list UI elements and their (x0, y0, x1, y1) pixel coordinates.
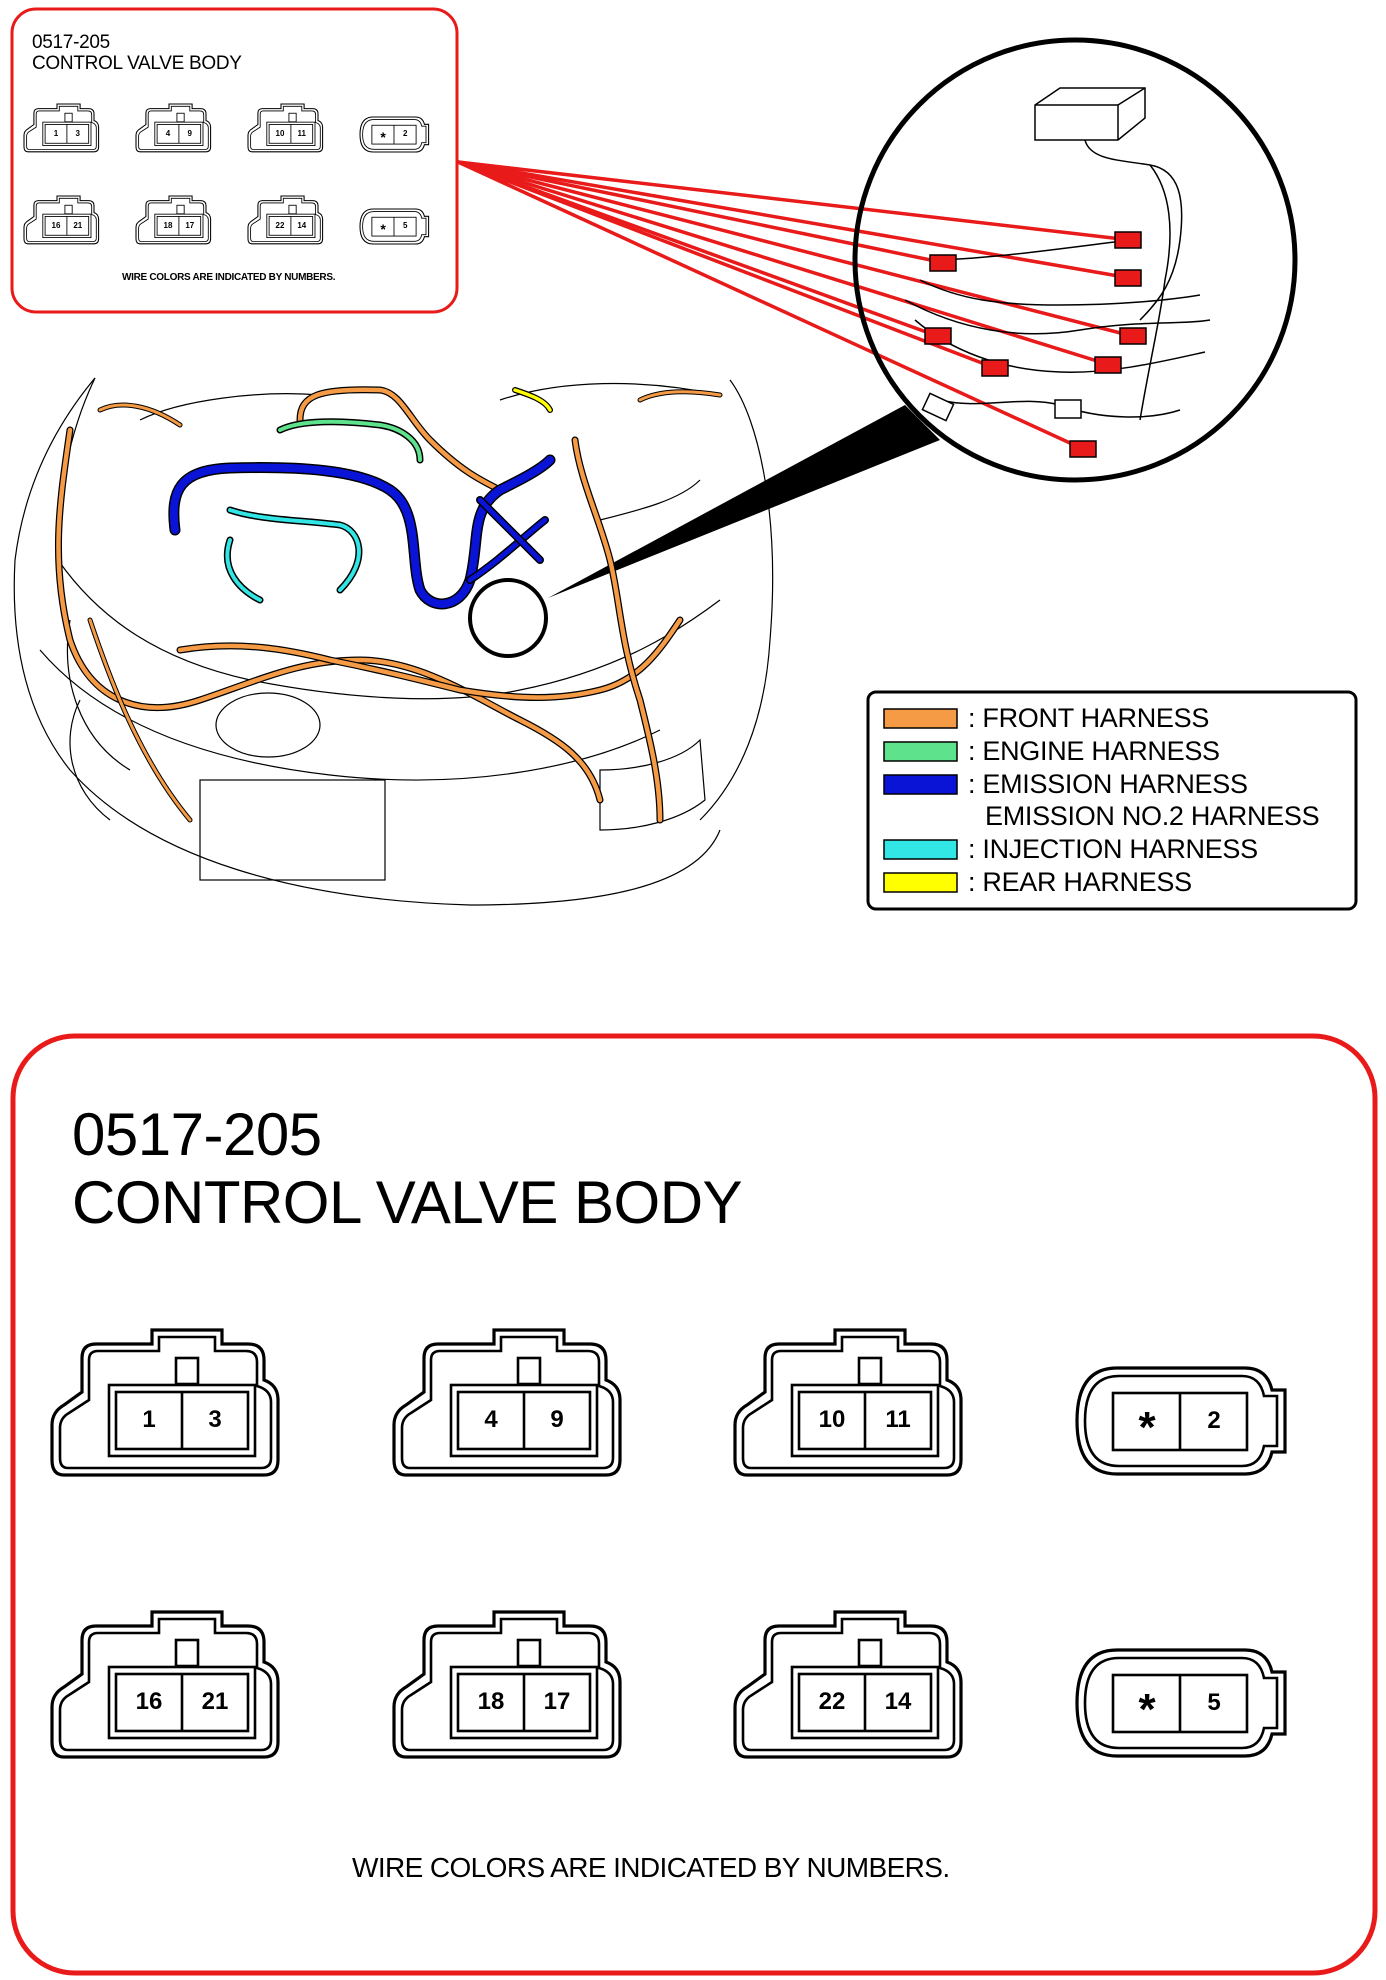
connector-3-pin-1: 10 (818, 1406, 846, 1433)
connector-1-pin-2: 3 (75, 128, 80, 138)
small-callout-code: 0517-205 (32, 32, 110, 53)
connector-1-pin-1: 1 (53, 128, 59, 138)
connector-8-pin-2: 5 (1207, 1689, 1221, 1716)
legend-label-engine: : ENGINE HARNESS (968, 736, 1220, 766)
legend-label-emission-no2: EMISSION NO.2 HARNESS (985, 801, 1320, 831)
connector-6 (135, 195, 212, 245)
location-circle (468, 578, 548, 658)
small-callout-box (10, 7, 459, 314)
connector-5 (50, 1610, 280, 1759)
connector-7-pin-1: 22 (275, 220, 285, 230)
connector-2 (135, 103, 212, 153)
small-callout-note: WIRE COLORS ARE INDICATED BY NUMBERS. (122, 272, 336, 283)
connector-8-pin-2: 5 (402, 221, 408, 231)
connector-6 (392, 1610, 622, 1759)
connector-1-pin-1: 1 (142, 1406, 156, 1433)
big-callout-title: CONTROL VALVE BODY (72, 1169, 743, 1236)
connector-5-pin-1: 16 (135, 1688, 163, 1715)
connector-7 (733, 1610, 963, 1759)
legend-label-rear: : REAR HARNESS (968, 867, 1192, 897)
connector-5-pin-1: 16 (51, 220, 61, 230)
connector-3-pin-2: 11 (297, 128, 306, 138)
legend-swatches (883, 708, 958, 893)
legend-box (866, 690, 1358, 911)
connector-2 (392, 1328, 622, 1477)
connector-8 (1075, 1648, 1287, 1758)
connector-2-pin-2: 9 (550, 1406, 564, 1433)
connector-4-pin-1: * (380, 128, 386, 145)
connector-8-pin-1: * (1138, 1684, 1156, 1734)
zoom-circle (852, 37, 1298, 483)
connector-4-pin-1: * (1138, 1402, 1156, 1452)
legend-label-emission: : EMISSION HARNESS (968, 769, 1248, 799)
connector-2-pin-2: 9 (187, 128, 192, 138)
vehicle-outline (13, 377, 774, 906)
connector-4 (359, 116, 430, 153)
small-callout-title: CONTROL VALVE BODY (32, 53, 242, 74)
connector-5-pin-2: 21 (201, 1688, 229, 1715)
legend-label-front: : FRONT HARNESS (968, 703, 1210, 733)
connector-5 (23, 195, 100, 245)
big-callout-box (10, 1033, 1378, 1976)
zoom-wiring (904, 87, 1211, 422)
connector-8 (359, 208, 430, 245)
connector-7-pin-2: 14 (884, 1688, 912, 1715)
connector-1-pin-2: 3 (208, 1406, 222, 1433)
legend-label-injection: : INJECTION HARNESS (968, 834, 1258, 864)
connector-3-pin-2: 11 (885, 1406, 911, 1433)
connector-6-pin-1: 18 (163, 220, 173, 230)
connector-4-pin-2: 2 (1207, 1407, 1221, 1434)
connector-7 (247, 195, 324, 245)
connector-2-pin-1: 4 (165, 128, 171, 138)
zoom-connectors (924, 231, 1147, 458)
connector-1 (23, 103, 100, 153)
leader-lines (457, 160, 1133, 451)
connector-8-pin-1: * (380, 220, 386, 237)
connector-6-pin-2: 17 (185, 220, 195, 230)
connector-1 (50, 1328, 280, 1477)
connector-6-pin-1: 18 (477, 1688, 505, 1715)
connectors-big (50, 1328, 1287, 1759)
connector-3 (247, 103, 324, 153)
connector-3-pin-1: 10 (275, 128, 285, 138)
connector-2-pin-1: 4 (484, 1406, 498, 1433)
connector-5-pin-2: 21 (73, 220, 83, 230)
connectors-small (23, 103, 430, 245)
big-callout-code: 0517-205 (72, 1101, 322, 1168)
connector-7-pin-2: 14 (297, 220, 307, 230)
big-callout-note: WIRE COLORS ARE INDICATED BY NUMBERS. (352, 1852, 950, 1883)
harness-wiring (54, 386, 723, 824)
connector-6-pin-2: 17 (543, 1688, 571, 1715)
connector-7-pin-1: 22 (818, 1688, 846, 1715)
connector-3 (733, 1328, 963, 1477)
zoom-wedge (548, 405, 940, 598)
connector-4 (1075, 1366, 1287, 1476)
connector-4-pin-2: 2 (402, 129, 408, 139)
